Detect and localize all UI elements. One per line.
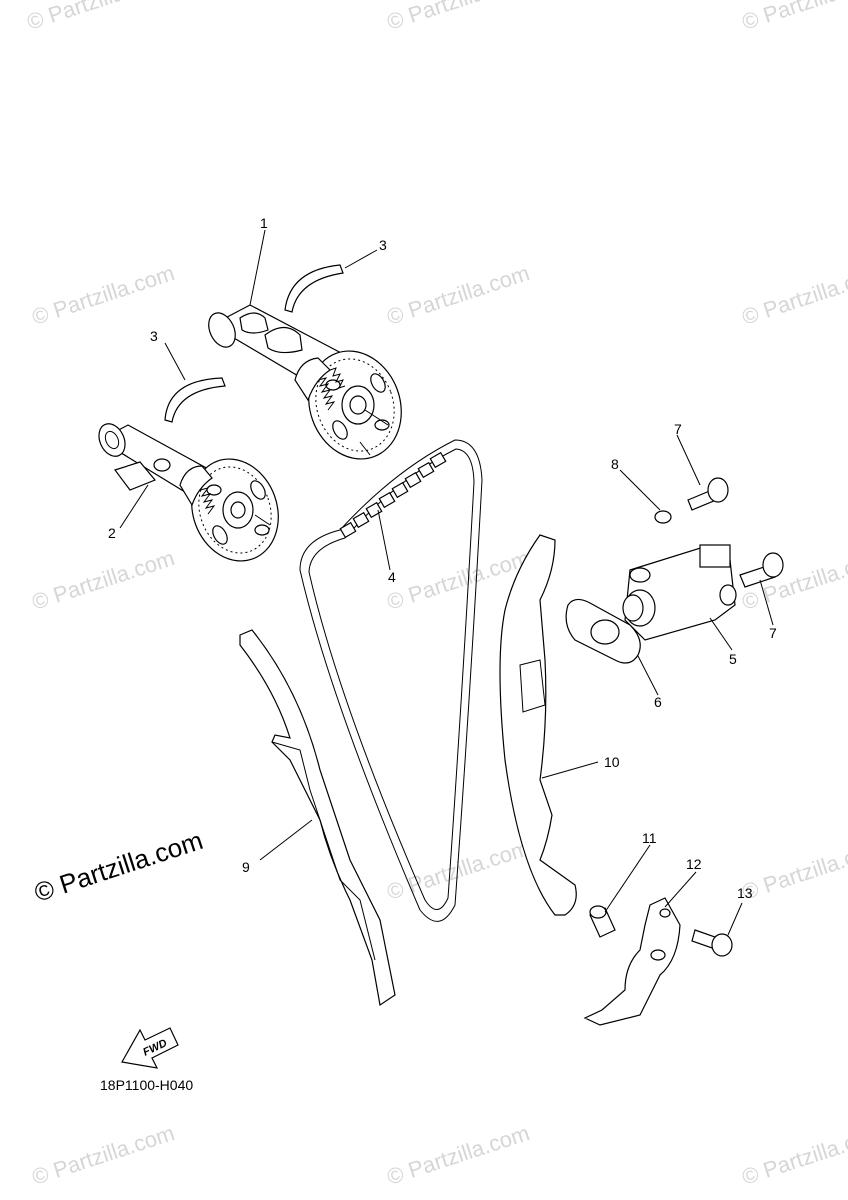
callout-3: 3 <box>150 328 158 344</box>
leader-lines <box>119 229 774 936</box>
callout-7: 7 <box>769 625 777 641</box>
watermark: © Partzilla.com <box>739 835 848 905</box>
callout-6: 6 <box>654 694 662 710</box>
camshaft-intake <box>98 423 279 562</box>
chain-guide-detail <box>271 741 376 961</box>
fwd-arrow: FWD <box>121 1027 179 1069</box>
watermark: © Partzilla.com <box>384 1120 533 1190</box>
callout-9: 9 <box>242 859 250 875</box>
bolt-upper <box>687 477 729 511</box>
camshaft-exhaust <box>208 304 402 460</box>
callout-13: 13 <box>737 885 753 901</box>
callout-4: 4 <box>388 569 396 585</box>
callout-2: 2 <box>108 525 116 541</box>
callout-1: 1 <box>260 215 268 231</box>
washer <box>654 510 672 524</box>
bolt-lower <box>739 552 784 588</box>
tensioner-guide-pad <box>519 659 546 713</box>
callout-10: 10 <box>604 754 620 770</box>
callout-11: 11 <box>642 830 657 846</box>
diagram-code: 18P1100-H040 <box>100 1077 193 1093</box>
cam-chain <box>299 439 483 922</box>
watermark: © Partzilla.com <box>739 260 848 330</box>
clip-lower <box>164 377 226 423</box>
callout-5: 5 <box>729 651 737 667</box>
bracket-hole <box>650 949 666 961</box>
watermark: © Partzilla.com <box>384 260 533 330</box>
watermark: © Partzilla.com <box>384 0 533 35</box>
watermark: © Partzilla.com <box>739 0 848 35</box>
watermark: © Partzilla.com <box>29 1120 178 1190</box>
chain-links <box>339 451 447 539</box>
watermark: © Partzilla.com <box>384 835 533 905</box>
cam-chain-tensioner <box>622 544 737 641</box>
stopper-bracket <box>583 897 681 1026</box>
callout-3: 3 <box>379 237 387 253</box>
watermark: © Partzilla.com <box>29 545 178 615</box>
watermark: © Partzilla.com <box>24 0 173 35</box>
watermark: © Partzilla.com <box>29 260 178 330</box>
watermark-main: © Partzilla.com <box>31 825 207 908</box>
callouts: 1 2 3 3 4 5 6 7 7 8 9 10 11 12 13 <box>108 215 777 901</box>
clip-upper <box>284 264 344 313</box>
callout-7: 7 <box>674 421 682 437</box>
callout-8: 8 <box>611 456 619 472</box>
callout-12: 12 <box>686 856 702 872</box>
bracket-hole <box>659 908 671 918</box>
watermark: © Partzilla.com <box>739 1120 848 1190</box>
collar <box>589 905 616 938</box>
tensioner-guide <box>499 534 577 916</box>
gasket-hole <box>590 619 620 645</box>
bolt-bracket <box>691 929 733 957</box>
